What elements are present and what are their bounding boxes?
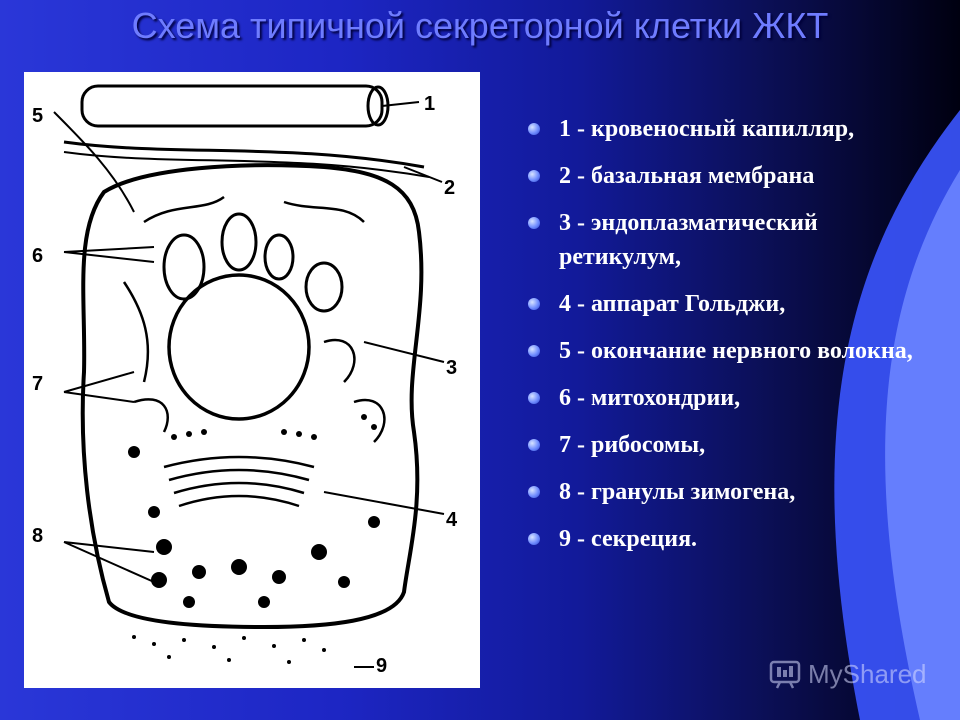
bullet-icon [528,533,540,545]
zymogen-granules [128,446,380,608]
bullet-icon [528,123,540,135]
legend-text: 7 - рибосомы, [559,432,706,458]
bullet-icon [528,217,540,229]
legend-text: 8 - гранулы зимогена, [559,479,796,505]
bullet-icon [528,345,540,357]
diagram-label-7: 7 [32,373,43,395]
diagram-label-6: 6 [32,245,43,267]
diagram-label-4: 4 [446,509,458,531]
mitochondrion [162,233,206,301]
legend-text: 1 - кровеносный капилляр, [559,116,855,142]
bullet-icon [528,298,540,310]
endoplasmic-reticulum [122,195,386,443]
ribosomes [171,414,377,440]
watermark: MyShared [768,654,927,694]
capillary [80,84,384,128]
legend-text: 4 - аппарат Гольджи, [559,291,786,317]
legend-item: 6 - митохондрии, [528,381,928,415]
bullet-icon [528,439,540,451]
diagram-label-2: 2 [444,177,455,199]
legend-item: 1 - кровеносный капилляр, [528,112,928,146]
myshared-logo-icon [769,660,801,689]
legend-text: 9 - секреция. [559,526,698,552]
legend-item: 9 - секреция. [528,522,928,556]
slide-title: Схема типичной секреторной клетки ЖКТ [131,5,829,46]
diagram-label-8: 8 [32,525,43,547]
bullet-icon [528,392,540,404]
legend-item: 7 - рибосомы, [528,428,928,462]
diagram-label-3: 3 [446,357,457,379]
cell-diagram: 1 2 3 4 5 6 7 8 9 [24,72,480,688]
diagram-label-1: 1 [424,93,435,115]
legend-item: 5 - окончание нервного волокна, [528,334,928,368]
legend-text: 3 - эндоплазматический ретикулум, [559,210,818,270]
legend-item: 3 - эндоплазматический ретикулум, [528,206,928,274]
basal-membrane [63,140,425,169]
legend-text: 6 - митохондрии, [559,385,741,411]
diagram-label-9: 9 [376,655,387,677]
bullet-icon [528,486,540,498]
legend-text: 2 - базальная мембрана [559,163,815,189]
cell-membrane [80,163,424,630]
diagram-label-5: 5 [32,105,43,127]
legend-list: 1 - кровеносный капилляр, 2 - базальная … [528,112,928,569]
cell-diagram-drawing: 1 2 3 4 5 6 7 8 9 [32,84,458,677]
bullet-icon [528,170,540,182]
golgi-apparatus [163,455,315,508]
watermark-text: MyShared [808,658,927,689]
legend-text: 5 - окончание нервного волокна, [559,338,913,364]
nucleus [167,273,311,421]
legend-item: 2 - базальная мембрана [528,159,928,193]
secretion-dots [132,635,326,664]
legend-item: 4 - аппарат Гольджи, [528,287,928,321]
legend-item: 8 - гранулы зимогена, [528,475,928,509]
